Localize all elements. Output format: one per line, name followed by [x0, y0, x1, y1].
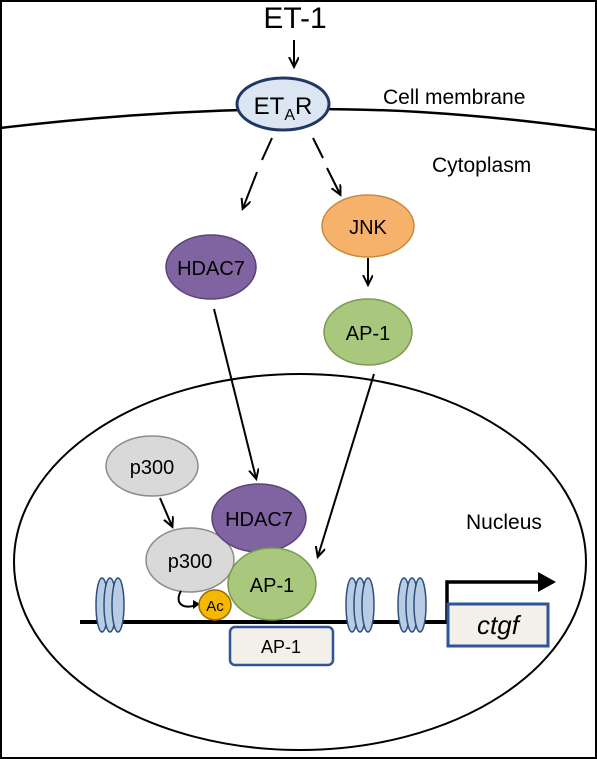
hdac7-nucleus-node: HDAC7 [211, 483, 307, 553]
cell-membrane-label: Cell membrane [383, 86, 525, 109]
p300-recruitment-arrow [159, 497, 172, 526]
ap1-nucleus-oval [227, 547, 317, 621]
receptor-oval [235, 76, 331, 132]
ligand-label: ET-1 [263, 2, 326, 35]
hdac7-cytoplasm-label: HDAC7 [177, 258, 245, 280]
ap1-binding-site: AP-1 [228, 625, 335, 667]
ap1-cytoplasm-oval [323, 298, 413, 366]
nucleosome-middle [345, 577, 375, 633]
hdac7-nucleus-label: HDAC7 [225, 509, 293, 531]
cell-membrane-line [0, 107, 597, 132]
acetylation-arrowhead [193, 600, 200, 609]
receptor-to-jnk-arrow [326, 167, 340, 194]
hdac7-cytoplasm-node: HDAC7 [165, 234, 257, 300]
nucleosome-right [397, 577, 427, 633]
p300-bound-oval [145, 527, 235, 593]
jnk-oval [321, 194, 415, 258]
acetylation-curve [177, 590, 197, 608]
ap1-nucleus-label: AP-1 [250, 575, 294, 597]
ap1-cytoplasm-node: AP-1 [323, 298, 413, 366]
acetyl-label: Ac [206, 598, 224, 615]
ap1-binding-site-box [228, 625, 335, 667]
receptor-label: ETAR [254, 93, 313, 124]
ctgf-gene-label: ctgf [477, 610, 522, 640]
receptor-node: ETAR [235, 76, 331, 132]
nucleus-envelope [13, 373, 587, 751]
p300-bound-label: p300 [168, 551, 213, 573]
cytoplasm-label: Cytoplasm [432, 154, 531, 177]
receptor-arrow-left-dash [261, 137, 273, 161]
ctgf-gene-box [446, 602, 550, 648]
nucleus-label: Nucleus [466, 511, 542, 534]
receptor-arrow-right-dash [312, 137, 324, 159]
p300-free-label: p300 [130, 457, 175, 479]
ap1-cytoplasm-label: AP-1 [346, 323, 390, 345]
jnk-label: JNK [349, 217, 387, 239]
acetyl-circle [198, 589, 232, 621]
ctgf-gene: ctgf [446, 602, 550, 648]
receptor-to-hdac7-arrow [243, 171, 258, 208]
ap1-binding-site-label: AP-1 [261, 637, 301, 657]
hdac7-cytoplasm-oval [165, 234, 257, 300]
nucleosome-left [95, 577, 125, 633]
p300-bound-node: p300 [145, 527, 235, 593]
acetyl-badge: Ac [198, 589, 232, 621]
jnk-node: JNK [321, 194, 415, 258]
hdac7-translocation-arrow [213, 308, 256, 478]
p300-free-oval [105, 435, 199, 497]
ap1-nucleus-node: AP-1 [227, 547, 317, 621]
p300-free-node: p300 [105, 435, 199, 497]
transcription-arrowhead [538, 572, 556, 592]
ap1-translocation-arrow [318, 373, 375, 556]
